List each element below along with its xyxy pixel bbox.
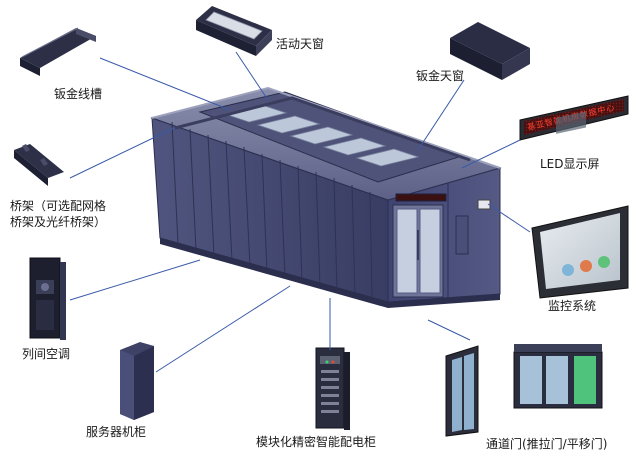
label-row-ac: 列间空调 xyxy=(22,347,71,361)
row-ac-icon xyxy=(29,257,66,340)
label-bridge-line2: 桥架及光纤桥架） xyxy=(10,215,107,229)
passage-door-icon xyxy=(445,344,603,437)
module-entrance-door xyxy=(392,204,444,298)
label-door: 通道门(推拉门/平移门) xyxy=(486,437,608,451)
label-sheet-skylight: 钣金天窗 xyxy=(416,69,465,83)
active-skylight-icon xyxy=(196,6,272,56)
label-led-screen: LED显示屏 xyxy=(540,157,600,171)
server-cabinet-icon xyxy=(120,342,154,420)
cable-tray-icon xyxy=(20,27,96,76)
label-monitoring: 监控系统 xyxy=(548,299,597,313)
leader-lines xyxy=(69,51,531,373)
label-active-skylight: 活动天窗 xyxy=(276,37,325,51)
bridge-tray-icon xyxy=(14,144,64,186)
monitoring-system-icon xyxy=(531,111,629,299)
data-center-module xyxy=(150,86,502,308)
power-cabinet-icon xyxy=(315,347,350,430)
label-server-cabinet: 服务器机柜 xyxy=(86,425,147,439)
label-power-cabinet: 模块化精密智能配电柜 xyxy=(256,435,377,449)
sheet-skylight-icon xyxy=(450,22,530,80)
label-bridge-line1: 桥架（可选配网格 xyxy=(10,199,107,213)
label-cable-tray: 钣金线槽 xyxy=(54,87,103,101)
